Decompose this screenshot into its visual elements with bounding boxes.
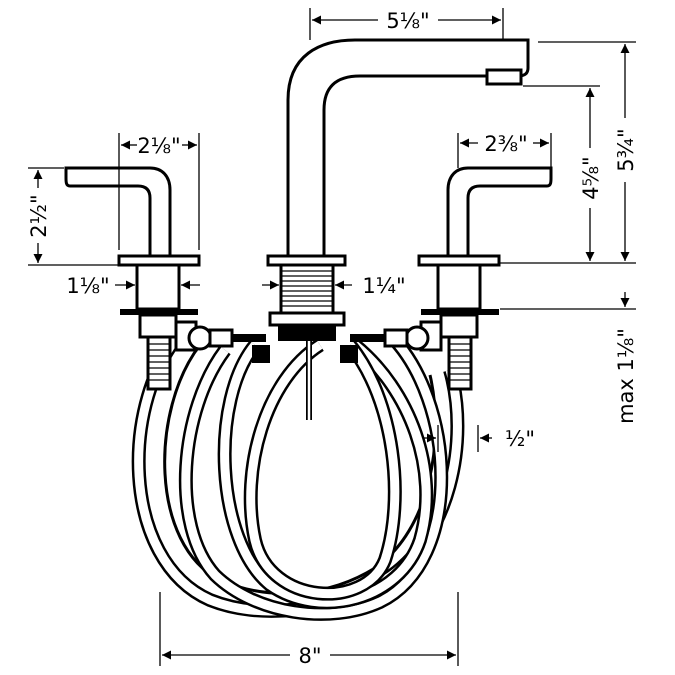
spout [266,38,530,420]
spout-height-label: 5¾" [614,128,638,171]
connection-size-label: ½" [505,427,535,451]
spout-shank [279,263,335,315]
handle-height-label: 2½" [27,194,51,237]
spout-mounting-nut [268,311,346,327]
right-shank [436,263,482,311]
right-valve-body [439,313,479,339]
supply-hoses [131,325,465,621]
aerator-height-label: 4⅝" [579,156,603,199]
spout-valve-body [278,325,336,341]
left-connector [174,320,270,363]
left-handle-width-label: 2⅛" [137,134,180,158]
spout-reach-label: 5⅛" [386,9,429,33]
left-handle [64,166,270,391]
spout-shank-label: 1¼" [362,274,405,298]
left-threaded-stem [146,335,172,391]
aerator [485,68,523,86]
spout-shank-threads [282,270,332,307]
left-shank [135,263,181,311]
right-handle [340,166,553,391]
right-deck-plate [421,309,499,315]
center-spread-label: 8" [298,644,321,668]
max-deck-label: max 1⅛" [614,328,638,424]
right-connector [340,320,443,363]
dimension-lines [28,8,636,666]
left-valve-body [138,313,178,339]
handle-shank-label: 1⅛" [66,274,109,298]
left-deck-plate [120,309,198,315]
right-threaded-stem [447,335,473,391]
right-handle-width-label: 2⅜" [484,132,527,156]
